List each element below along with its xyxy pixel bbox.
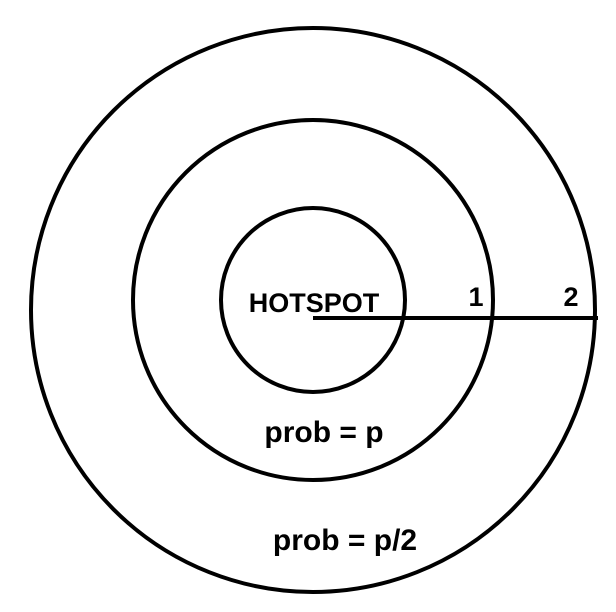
ring-2-label: 2 [563, 282, 578, 312]
middle-ring [131, 118, 495, 482]
hotspot-label: HOTSPOT [249, 288, 380, 318]
hotspot-ring [219, 206, 407, 394]
inner-zone-probability-label: prob = p [264, 416, 383, 449]
outer-zone-probability-label: prob = p/2 [273, 524, 417, 557]
ring-1-label: 1 [468, 282, 483, 312]
outer-ring [29, 26, 597, 594]
